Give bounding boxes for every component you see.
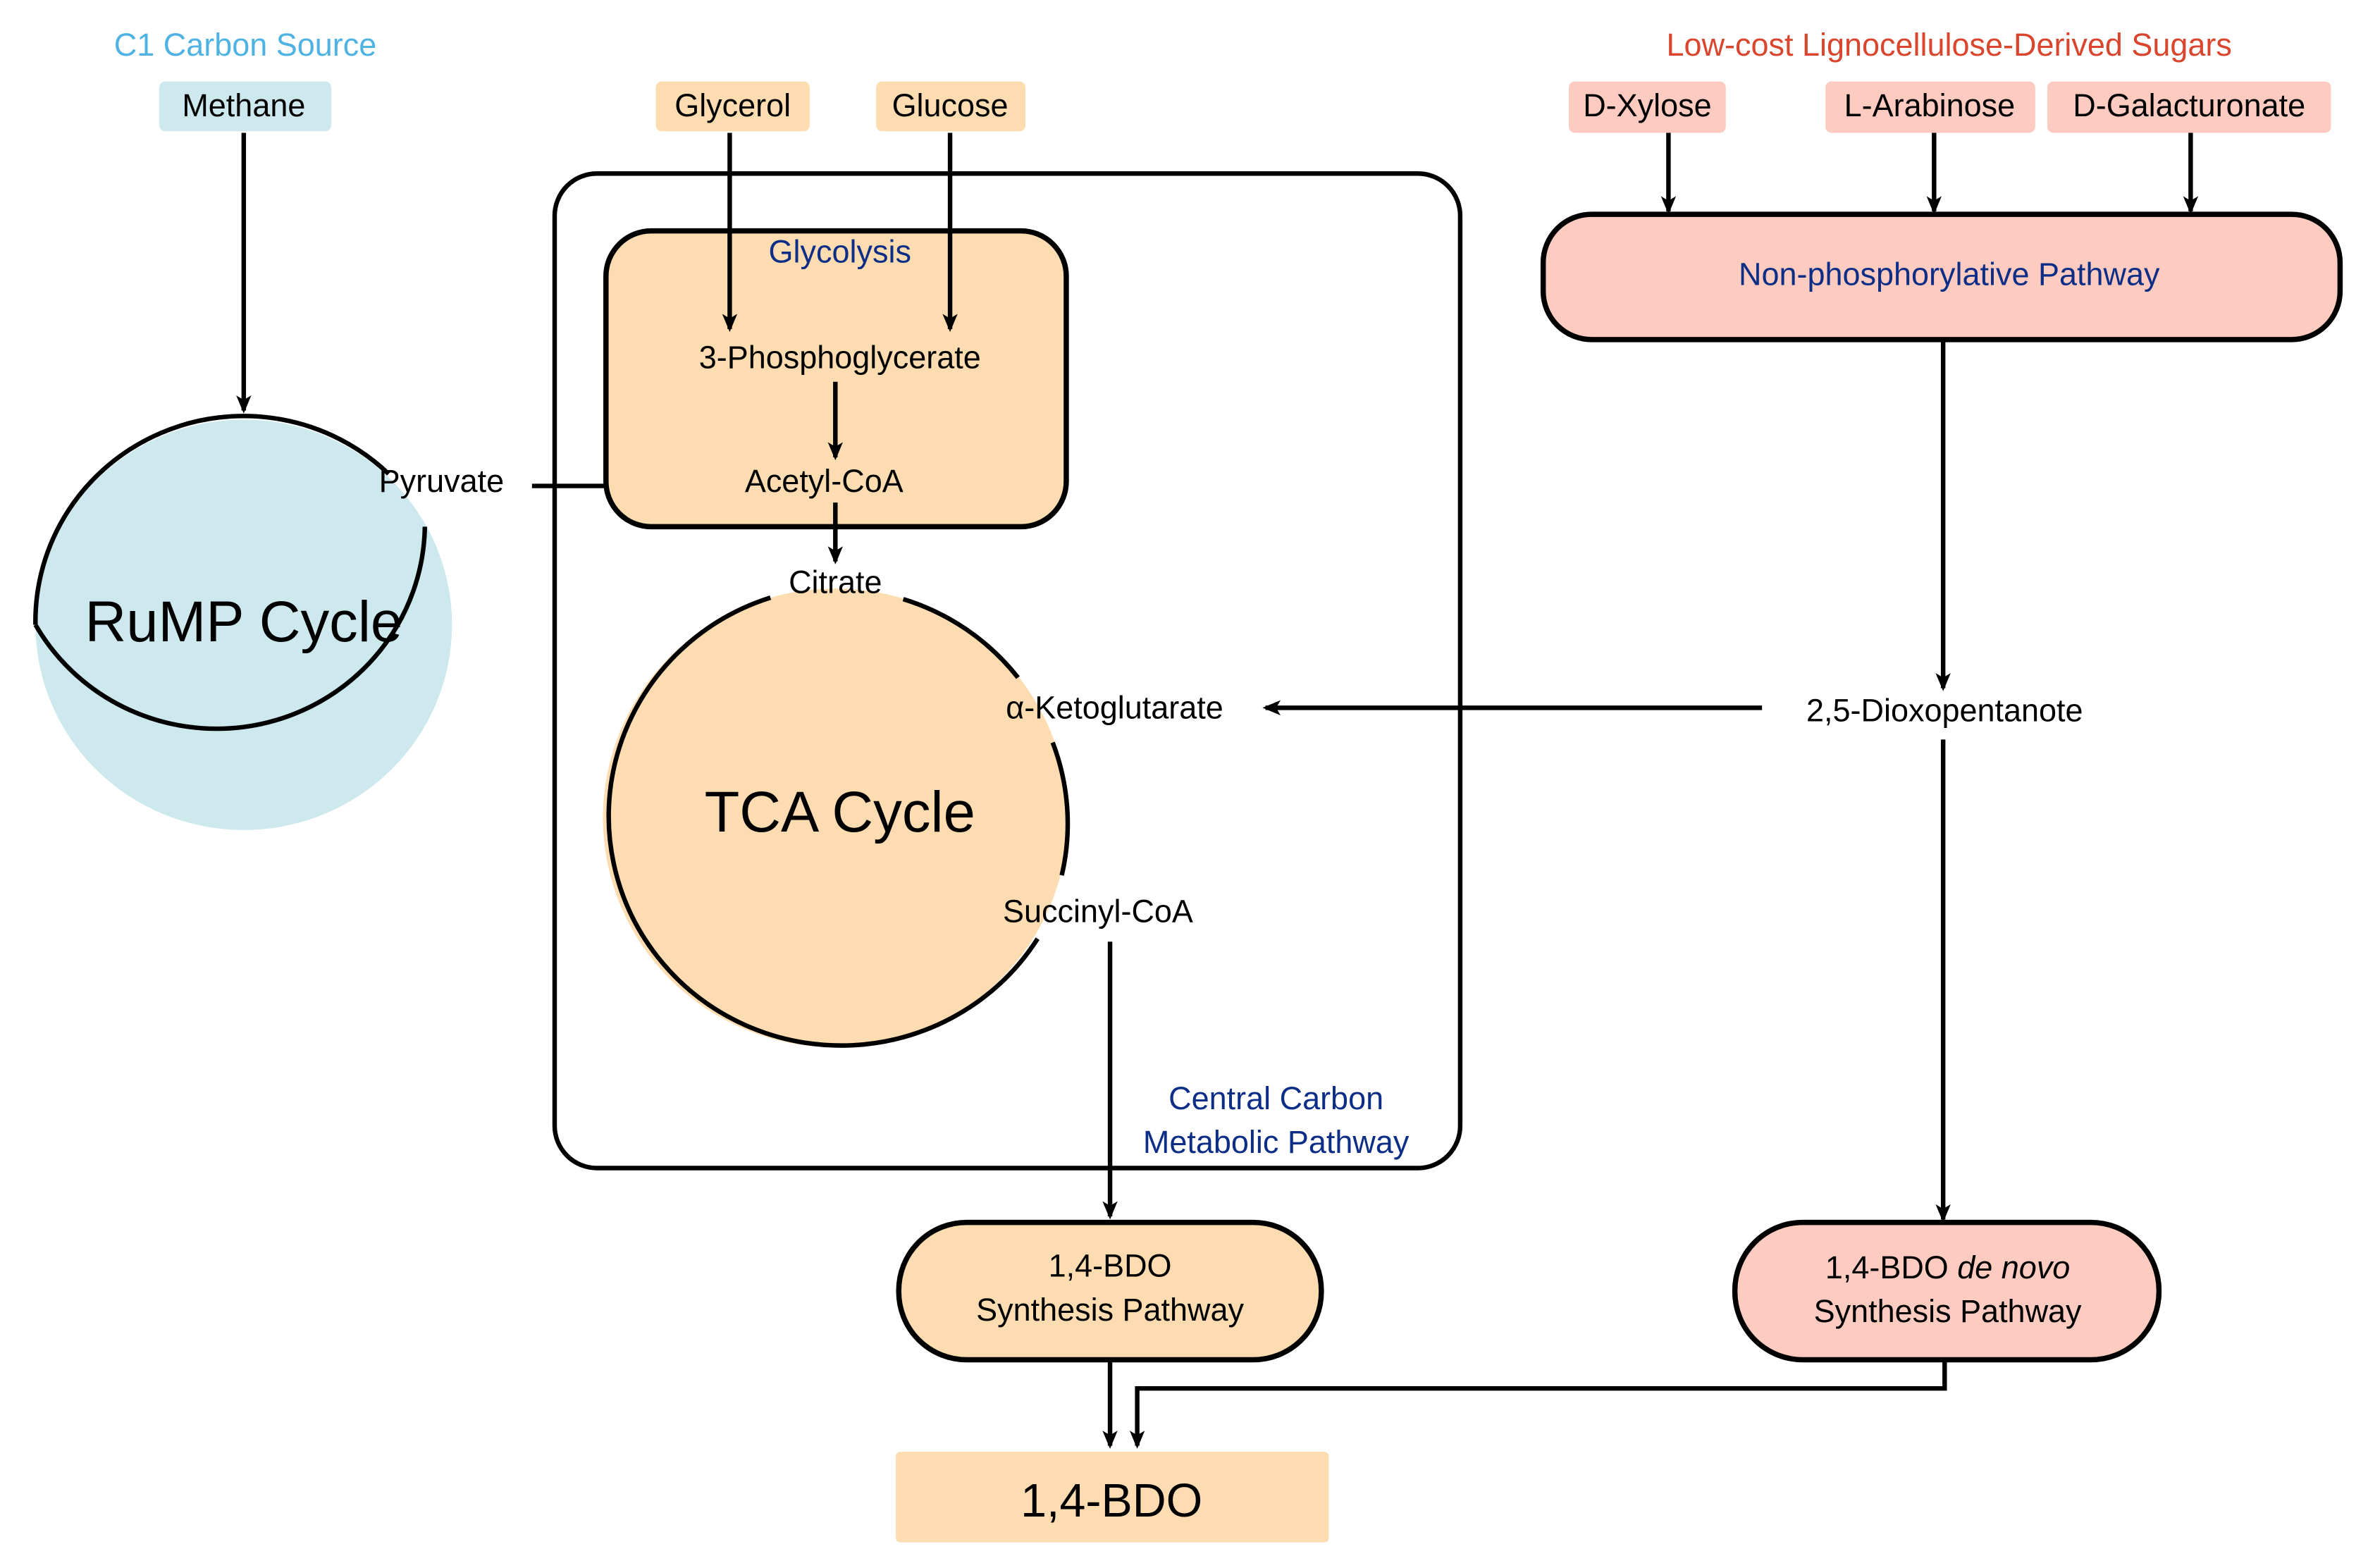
c1-source-title: C1 Carbon Source [114, 27, 376, 63]
d-galacturonate-label: D-Galacturonate [2073, 87, 2305, 123]
denovo-to-bdo-arrow [1129, 1361, 1947, 1449]
bdo-product-label: 1,4-BDO [1020, 1475, 1202, 1527]
alpha-ketoglutarate-label: α-Ketoglutarate [1006, 689, 1223, 725]
d-galacturonate-box [2047, 81, 2331, 133]
central-carbon-title-line1: Central Carbon [1168, 1080, 1383, 1116]
lignocellulose-title: Low-cost Lignocellulose-Derived Sugars [1667, 27, 2232, 63]
l-arabinose-label: L-Arabinose [1844, 87, 2015, 123]
citrate-label: Citrate [789, 564, 882, 600]
acetyl-coa-label: Acetyl-CoA [745, 463, 904, 499]
d-xylose-box [1569, 81, 1726, 133]
glycolysis-title: Glycolysis [769, 234, 911, 270]
bdo-product-box [895, 1452, 1329, 1543]
glucose-box [876, 81, 1026, 132]
rump-cycle-circle [35, 419, 452, 830]
bdo-synthesis-pathway-box [896, 1219, 1324, 1363]
tca-cycle-outline-bottom [606, 595, 1040, 1048]
tca-cycle-outline-main [902, 597, 1020, 679]
bdo-synthesis-line2: Synthesis Pathway [976, 1292, 1244, 1328]
glucose-label: Glucose [892, 87, 1009, 123]
bdo-de-novo-pathway-box [1732, 1219, 2162, 1363]
tca-cycle-circle [603, 588, 1068, 1048]
dioxopentanote-label: 2,5-Dioxopentanote [1806, 693, 2083, 729]
methane-box [159, 81, 332, 132]
central-carbon-container [552, 171, 1463, 1171]
3-phosphoglycerate-label: 3-Phosphoglycerate [699, 340, 981, 376]
rump-cycle-outline-bottom [33, 526, 428, 731]
bdo-de-novo-line1: 1,4-BDO de novo [1825, 1249, 2070, 1285]
de-novo-italic: de novo [1957, 1249, 2070, 1285]
bdo-de-novo-prefix: 1,4-BDO [1825, 1249, 1957, 1285]
rump-cycle-outline-top [33, 414, 390, 625]
tca-cycle-outline-right [1050, 741, 1071, 876]
central-carbon-title-line2: Metabolic Pathway [1143, 1124, 1410, 1160]
glycerol-label: Glycerol [674, 87, 791, 123]
tca-cycle-label: TCA Cycle [705, 780, 975, 844]
l-arabinose-box [1825, 81, 2035, 133]
methane-label: Methane [182, 87, 305, 123]
glycerol-box [655, 81, 810, 132]
bdo-de-novo-line2: Synthesis Pathway [1814, 1293, 2082, 1329]
succinyl-coa-label: Succinyl-CoA [1003, 893, 1193, 929]
pyruvate-label: Pyruvate [379, 463, 504, 499]
d-xylose-label: D-Xylose [1583, 87, 1711, 123]
rump-cycle-label: RuMP Cycle [85, 590, 403, 654]
bdo-synthesis-line1: 1,4-BDO [1049, 1248, 1172, 1284]
non-phosphorylative-label: Non-phosphorylative Pathway [1739, 257, 2160, 292]
